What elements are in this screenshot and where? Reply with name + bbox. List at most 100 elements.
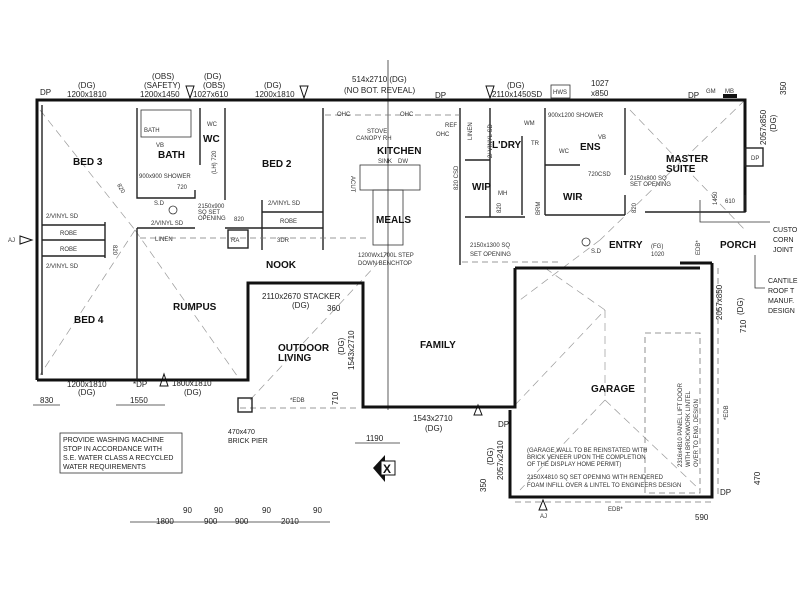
window-label: 1200x1810 xyxy=(67,90,107,99)
downpipe-label: DP xyxy=(40,88,51,97)
dimension: 900 xyxy=(204,517,218,526)
front-door-label: (FG) xyxy=(651,244,663,250)
sliding-door-label: 2/VINYL SD xyxy=(46,264,79,270)
aj-marker-icon xyxy=(538,498,548,511)
cavity-slider-820: 820 CSD xyxy=(454,165,460,190)
panel-door-note: WITH BRICKWORK LINTEL xyxy=(686,390,692,467)
interior-walls xyxy=(42,108,626,380)
room-garage: GARAGE xyxy=(591,384,635,395)
window-label: 1200x1810 xyxy=(67,380,107,389)
door-820: 820 xyxy=(111,245,117,256)
window-label: (DG) xyxy=(486,447,495,465)
smoke-detector-icon xyxy=(168,205,178,215)
downpipe-label: DP xyxy=(498,420,509,429)
sliding-door-label: 2/ VINYL SD xyxy=(488,124,494,158)
dimension: 470 xyxy=(753,471,762,485)
dimension: 350 xyxy=(479,478,488,492)
dimension: 710 xyxy=(739,319,748,333)
wc-pan: WC xyxy=(559,149,570,155)
room-master: MASTER xyxy=(666,154,709,165)
room-master-suite: SUITE xyxy=(666,164,696,175)
dimension: 1800 xyxy=(156,517,174,526)
cavity-slider-720: 720CSD xyxy=(588,172,611,178)
window-label: (DG) xyxy=(507,81,525,90)
room-ens: ENS xyxy=(580,142,601,153)
room-bed3: BED 3 xyxy=(73,157,103,168)
downpipe-label: DP xyxy=(751,156,759,162)
custom-corner-note: CUSTO xyxy=(773,227,798,234)
garage-opening-note: FOAM INFILL OVER & LINTEL TO ENGINEERS D… xyxy=(527,483,681,489)
room-wc: WC xyxy=(203,134,220,145)
downpipe-label: DP xyxy=(720,488,731,497)
sliding-door-label: 2/VINYL SD xyxy=(46,214,79,220)
washing-note: STOP IN ACCORDANCE WITH xyxy=(63,446,162,453)
ra-label: RA xyxy=(231,238,239,244)
set-opening-label: 2150x900 xyxy=(198,204,225,210)
fixture-labels: BATH VB 900x900 SHOWER WC (LH) 720 720 8… xyxy=(46,84,759,270)
linen-label: LINEN xyxy=(155,237,173,243)
edb-label: EDB* xyxy=(696,240,702,255)
dimension: 360 xyxy=(327,304,341,313)
edb-label: *EDB xyxy=(724,405,730,420)
roof-hip-lines xyxy=(39,60,746,491)
set-opening-label: 2150x1300 SQ xyxy=(470,243,510,249)
garage-opening-note: 2150X4810 SQ SET OPENING WITH RENDERED xyxy=(527,475,664,481)
washing-note: S.E. WATER CLASS A RECYCLED xyxy=(63,455,173,462)
dimension: 830 xyxy=(40,396,54,405)
set-opening-label: SET OPENING xyxy=(470,252,511,258)
gas-meter: GM xyxy=(706,89,716,95)
cantilever-note: MANUF. xyxy=(768,298,794,305)
aj-label: AJ xyxy=(8,238,15,244)
window-label: 1543x2710 xyxy=(347,330,356,370)
door-820: 820 xyxy=(234,217,245,223)
window-label: 1200x1810 xyxy=(255,90,295,99)
room-entry: ENTRY xyxy=(609,240,643,251)
overhead-cupboard: OHC xyxy=(337,112,351,118)
window-label: (DG) xyxy=(204,72,222,81)
window-label: 1543x2710 xyxy=(413,414,453,423)
custom-corner-note: CORN xyxy=(773,237,794,244)
sink-label: SINK xyxy=(378,159,392,165)
window-label: 1800x1810 xyxy=(172,379,212,388)
dimension: 350 xyxy=(779,81,788,95)
dim-610: 610 xyxy=(725,199,736,205)
brick-pier-note: 470x470 xyxy=(228,429,255,436)
cantilever-note: DESIGN xyxy=(768,308,795,315)
aj-marker-icon xyxy=(159,372,169,387)
overhead-cupboard: OHC xyxy=(436,132,450,138)
room-kitchen: KITCHEN xyxy=(377,146,421,157)
downpipe-label: DP xyxy=(688,91,699,100)
washing-note-box xyxy=(59,432,183,474)
window-label: (DG) xyxy=(736,297,745,315)
aj-marker-icon xyxy=(185,85,195,100)
garage-wall-note: (GARAGE WALL TO BE REINSTATED WITH xyxy=(527,448,647,454)
room-rumpus: RUMPUS xyxy=(173,302,217,313)
washing-note: WATER REQUIREMENTS xyxy=(63,464,146,471)
window-label: (NO BOT. REVEAL) xyxy=(344,86,415,95)
room-laundry: L'DRY xyxy=(492,140,522,151)
acut-label: ACUT xyxy=(349,176,355,193)
benchtop-label: DOWN BENCHTOP xyxy=(358,261,412,267)
dishwasher-label: DW xyxy=(398,159,408,165)
edb-label: EDB* xyxy=(608,507,623,513)
exterior-walls xyxy=(35,98,764,503)
aj-marker-icon xyxy=(485,85,495,100)
window-label: (DG) xyxy=(425,424,443,433)
notes: 470x470 BRICK PIER PROVIDE WASHING MACHI… xyxy=(59,200,798,489)
downpipe-label: *DP xyxy=(133,380,147,389)
room-meals: MEALS xyxy=(376,215,411,226)
window-label: 1027 xyxy=(591,79,609,88)
window-label: 1027x610 xyxy=(193,90,229,99)
room-outdoor-living: LIVING xyxy=(278,353,312,364)
set-opening-label: SQ SET xyxy=(198,210,220,216)
room-family: FAMILY xyxy=(420,340,456,351)
dimension: 90 xyxy=(183,506,192,515)
brick-pier-note: BRICK PIER xyxy=(228,438,268,445)
dim-1450: 1450 xyxy=(713,191,719,205)
overhead-cupboard: OHC xyxy=(400,112,414,118)
door-820: 820 xyxy=(115,183,126,195)
window-label: (SAFETY) xyxy=(144,81,181,90)
robe-label: ROBE xyxy=(60,247,77,253)
room-bed2: BED 2 xyxy=(262,159,292,170)
